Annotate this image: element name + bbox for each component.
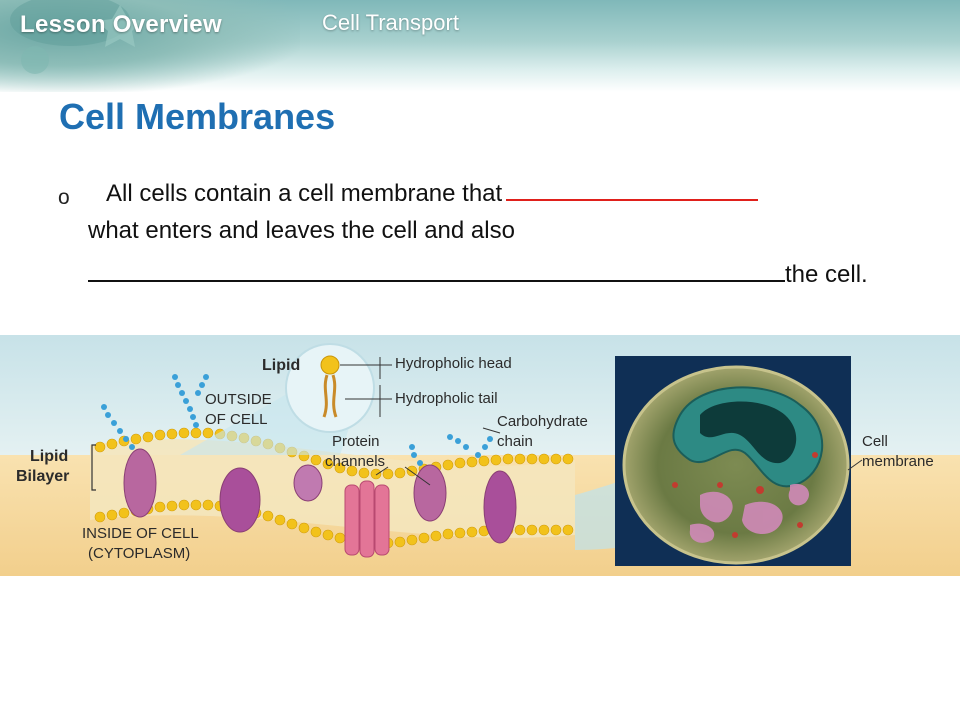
bullet-text-3: the cell. — [785, 261, 868, 288]
label-cell-membrane-2: membrane — [862, 453, 934, 470]
lipid-zoom-circle — [285, 343, 375, 433]
label-outside-2: OF CELL — [205, 411, 268, 428]
cell-membrane-diagram: Lipid Hydropholic head Hydropholic tail … — [0, 335, 960, 576]
cell-art-icon — [10, 0, 144, 74]
bullet-text-1: All cells contain a cell membrane that — [106, 180, 503, 207]
label-lipid-bilayer-2: Bilayer — [16, 468, 70, 485]
membrane-protein — [123, 448, 517, 544]
bullet-line-3: the cell. — [88, 258, 868, 289]
label-inside-1: INSIDE OF CELL — [82, 525, 199, 542]
label-hydrophilic-tail: Hydropholic tail — [395, 390, 498, 407]
membrane-illustration — [0, 335, 960, 576]
label-lipid-bilayer-1: Lipid — [30, 448, 69, 465]
bullet-line-2: what enters and leaves the cell and also — [88, 217, 515, 245]
bullet-marker: o — [58, 186, 70, 209]
label-carbohydrate-1: Carbohydrate — [497, 413, 588, 430]
topic-title: Cell Transport — [322, 10, 459, 35]
fill-in-blank-red — [506, 177, 759, 201]
label-hydrophilic-head: Hydropholic head — [395, 355, 512, 372]
bullet-line-1: All cells contain a cell membrane that — [106, 177, 759, 208]
lesson-overview-title: Lesson Overview — [20, 11, 222, 38]
label-protein-2: channels — [325, 453, 386, 470]
label-lipid: Lipid — [262, 357, 301, 374]
bullet-text-2: what enters and leaves the cell and also — [88, 217, 515, 244]
fill-in-blank-black — [88, 258, 785, 282]
carbohydrate-chain — [101, 374, 493, 466]
slide-heading: Cell Membranes — [59, 96, 336, 137]
protein-channel — [344, 480, 390, 558]
label-carbohydrate-2: chain — [497, 433, 533, 450]
label-cell-membrane-1: Cell — [862, 433, 888, 450]
label-protein-1: Protein — [332, 433, 380, 450]
label-outside-1: OUTSIDE — [205, 391, 272, 408]
label-inside-2: (CYTOPLASM) — [88, 545, 191, 562]
header-banner: Lesson Overview Cell Transport — [0, 0, 960, 92]
